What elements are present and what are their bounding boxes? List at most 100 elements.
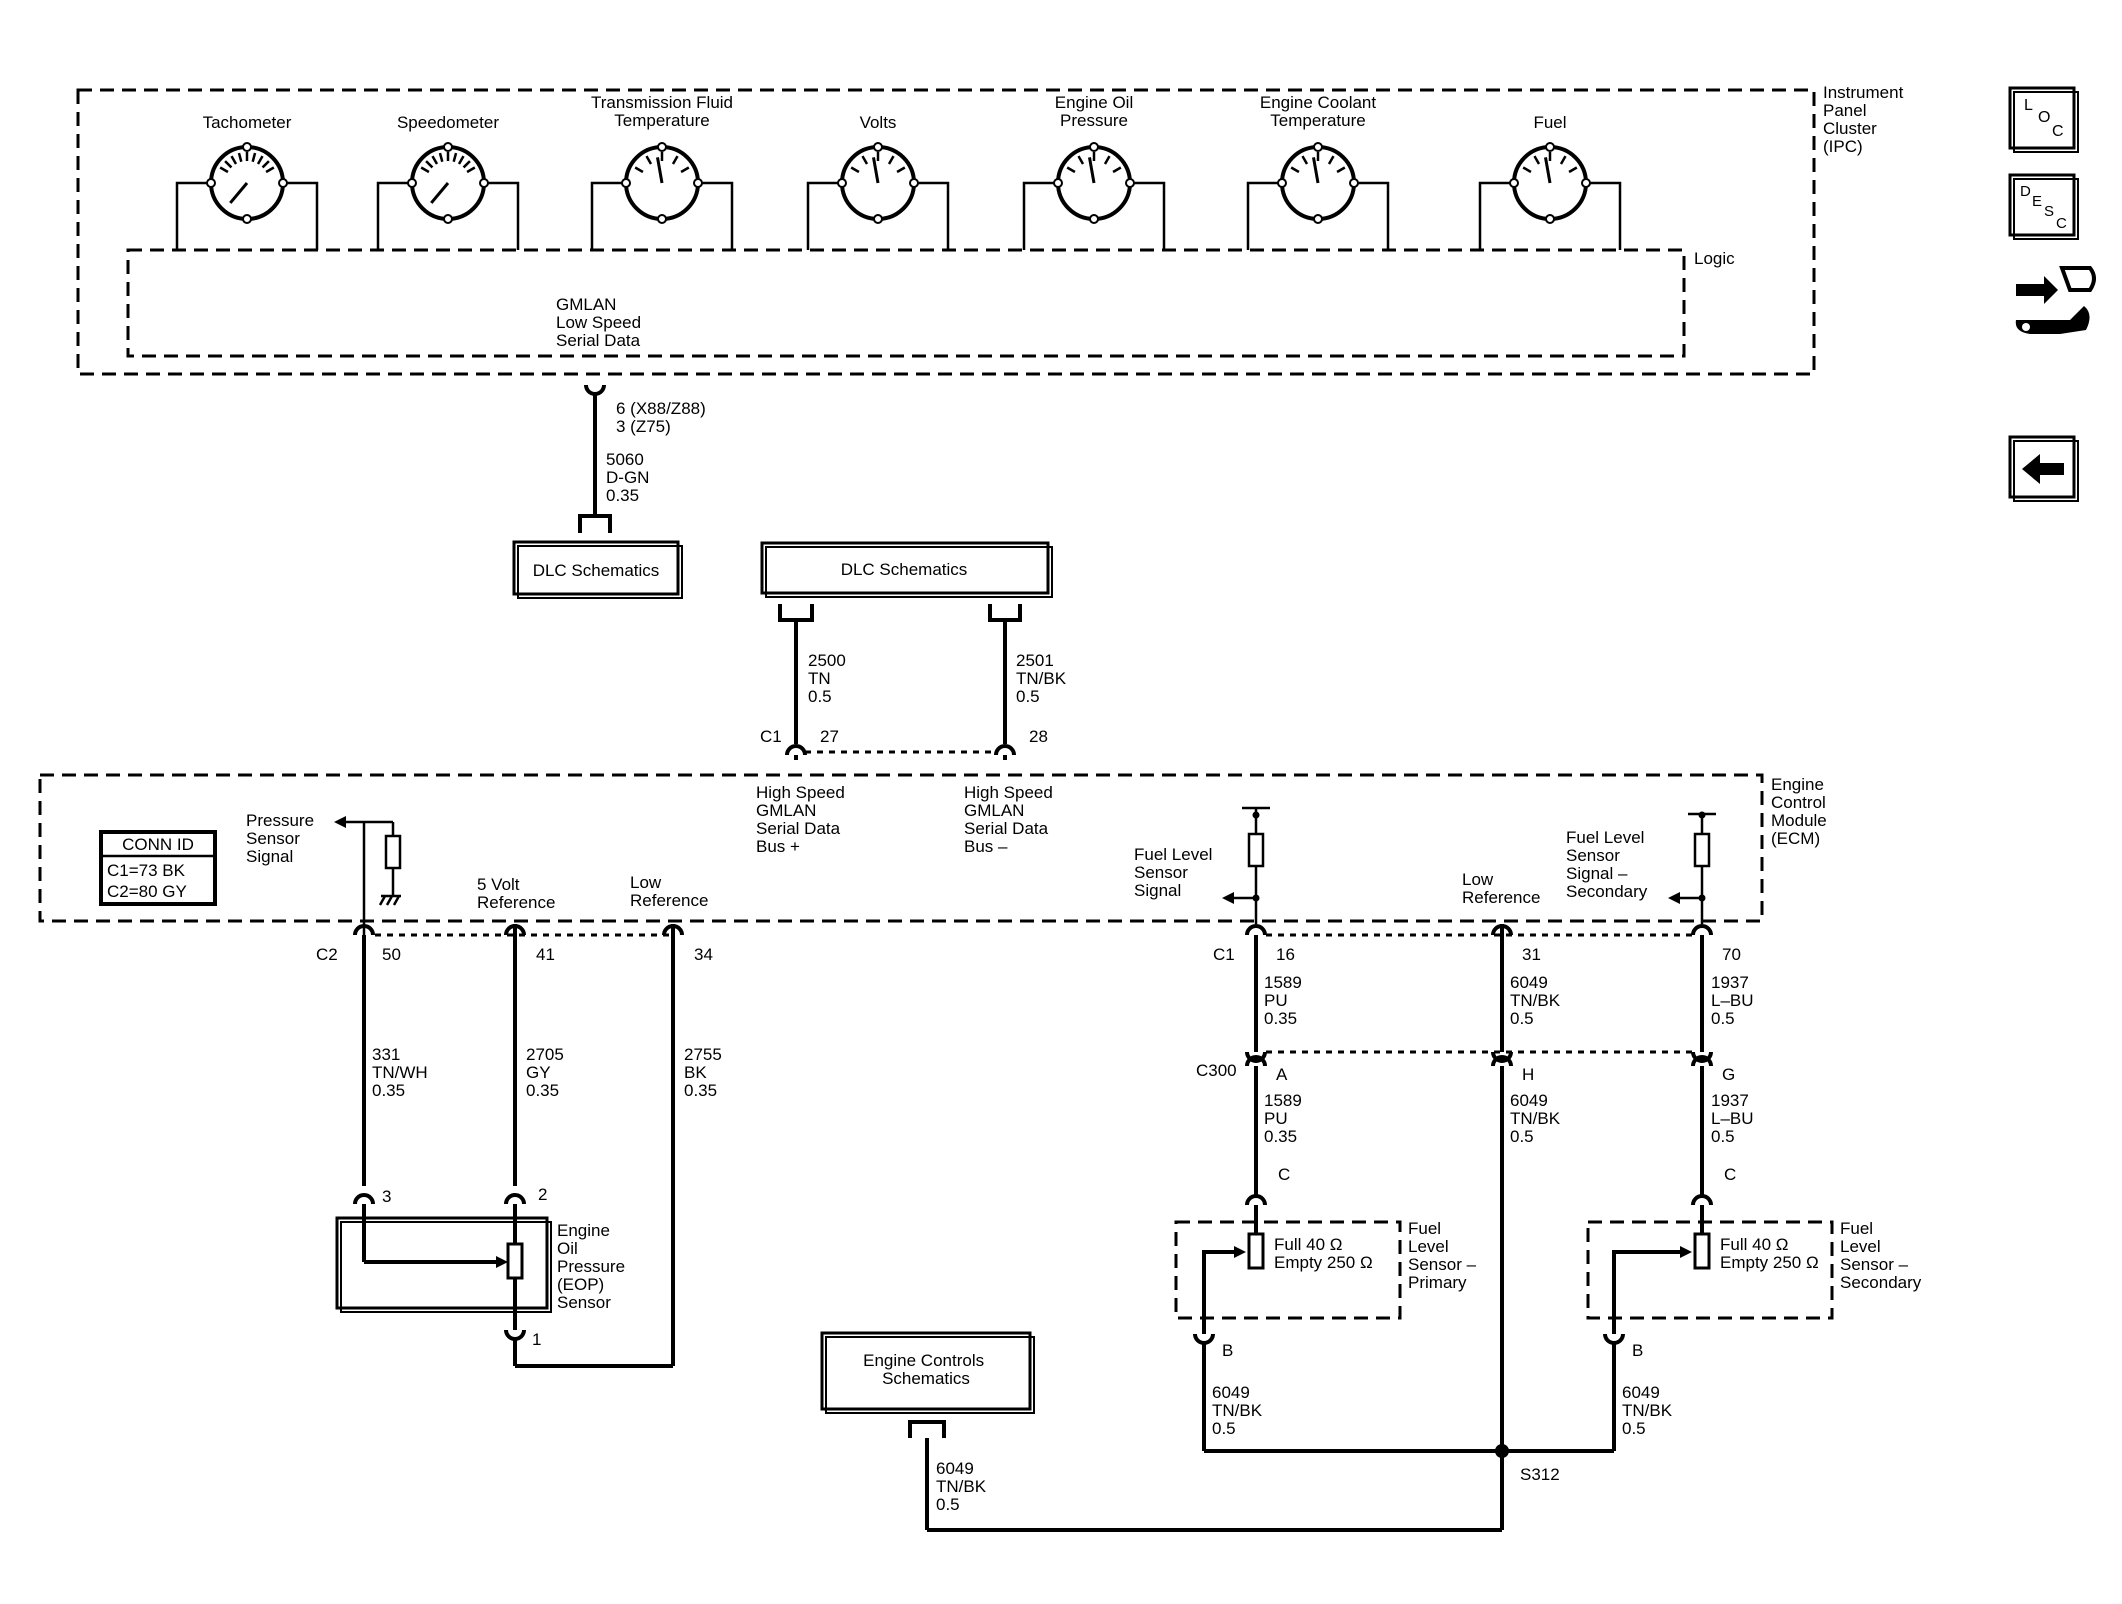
gauge-3: Volts <box>806 113 950 250</box>
c1-pin-27: 27 <box>820 727 839 746</box>
hs-bus-minus-label: High Speed GMLAN Serial Data Bus – <box>964 783 1058 856</box>
dlc-left-stub <box>578 514 612 533</box>
gauge-6: Fuel <box>1478 113 1622 250</box>
c1-right-wires: 1589 PU 0.35 6049 TN/BK 0.5 1937 L–BU 0.… <box>1254 935 1758 1052</box>
wire-1589-lower-label: 1589 PU 0.35 <box>1264 1091 1307 1146</box>
dlc-schematics-left-link[interactable]: DLC Schematics <box>512 540 683 599</box>
fuel-level-sensor-primary: C Full 40 Ω Empty 250 Ω Fuel Level Senso… <box>1174 1165 1481 1451</box>
fuel-level-signal-label: Fuel Level Sensor Signal <box>1134 845 1217 900</box>
wire-2500-label: 2500 TN 0.5 <box>808 651 851 706</box>
ground-bus: S312 6049 TN/BK 0.5 <box>908 1420 1614 1532</box>
wire-2501-label: 2501 TN/BK 0.5 <box>1016 651 1071 706</box>
eop-sensor: 3 2 1 Engine Oil Pressure (EOP) Sensor <box>335 1185 673 1368</box>
c1-top-label: C1 <box>760 727 782 746</box>
dlc-schematics-top-link[interactable]: DLC Schematics <box>760 541 1053 598</box>
svg-text:2: 2 <box>538 1185 547 1204</box>
gauge-label-3: Volts <box>860 113 897 132</box>
logic-label: Logic <box>1694 249 1735 268</box>
svg-text:H: H <box>1522 1065 1534 1084</box>
low-reference-left-label: Low Reference <box>630 873 708 910</box>
wire-5060-label: 5060 D-GN 0.35 <box>606 450 654 505</box>
svg-text:50: 50 <box>382 945 401 964</box>
fuel-level-signal-secondary-label: Fuel Level Sensor Signal – Secondary <box>1566 828 1649 901</box>
wire-2755-label: 2755 BK 0.35 <box>684 1045 727 1100</box>
c2-connector: C2 50 41 34 <box>316 924 713 964</box>
wire-331-label: 331 TN/WH 0.35 <box>372 1045 432 1100</box>
fuel-level-sensor-secondary: C Full 40 Ω Empty 250 Ω Fuel Level Senso… <box>1586 1165 1922 1451</box>
svg-text:B: B <box>1632 1341 1643 1360</box>
dlc-top-label: DLC Schematics <box>841 560 968 579</box>
ipc-pin-info: 6 (X88/Z88) 3 (Z75) <box>616 399 711 436</box>
svg-text:CONN ID: CONN ID <box>122 835 194 854</box>
hs-bus-plus-label: High Speed GMLAN Serial Data Bus + <box>756 783 850 856</box>
svg-text:O: O <box>2038 109 2050 126</box>
c300-wires: 1589 PU 0.35 6049 TN/BK 0.5 1937 L–BU 0.… <box>1254 1066 1758 1451</box>
wire-6049-lower-label: 6049 TN/BK 0.5 <box>1510 1091 1565 1146</box>
svg-text:B: B <box>1222 1341 1233 1360</box>
wire-1937-upper-label: 1937 L–BU 0.5 <box>1711 973 1758 1028</box>
svg-text:3: 3 <box>382 1187 391 1206</box>
wire-6049-upper-label: 6049 TN/BK 0.5 <box>1510 973 1565 1028</box>
svg-text:G: G <box>1722 1065 1735 1084</box>
svg-text:16: 16 <box>1276 945 1295 964</box>
wire-2705-label: 2705 GY 0.35 <box>526 1045 569 1100</box>
ipc-module: Instrument Panel Cluster (IPC) Logic Tac… <box>76 83 1908 533</box>
wire-6049-primary-label: 6049 TN/BK 0.5 <box>1212 1383 1267 1438</box>
gauge-label-0: Tachometer <box>203 113 292 132</box>
ecm-title: Engine Control Module (ECM) <box>1771 775 1832 848</box>
wire-1589-upper-label: 1589 PU 0.35 <box>1264 973 1307 1028</box>
desc-button[interactable]: D E S C <box>2008 173 2079 240</box>
wire-1937-lower-label: 1937 L–BU 0.5 <box>1711 1091 1758 1146</box>
loc-button[interactable]: L O C <box>2008 86 2079 153</box>
svg-text:C: C <box>2056 215 2067 232</box>
gauge-1: Speedometer <box>376 113 520 250</box>
svg-text:34: 34 <box>694 945 713 964</box>
svg-text:D: D <box>2020 183 2031 200</box>
fuel-sensor-primary-label: Fuel Level Sensor – Primary <box>1408 1219 1481 1292</box>
gauge-label-1: Speedometer <box>397 113 499 132</box>
c300-connector: C300 A H G <box>1196 1050 1735 1084</box>
ipc-connector-pin <box>584 384 606 396</box>
svg-text:Empty 250 Ω: Empty 250 Ω <box>1720 1253 1819 1272</box>
svg-text:C: C <box>2052 123 2064 140</box>
wire-6049-ec-label: 6049 TN/BK 0.5 <box>936 1459 991 1514</box>
gmlan-low-speed-label: GMLAN Low Speed Serial Data <box>556 295 646 350</box>
high-speed-gmlan-wires: 2500 TN 0.5 2501 TN/BK 0.5 C1 27 28 <box>760 604 1071 760</box>
svg-text:1: 1 <box>532 1330 541 1349</box>
ipc-title: Instrument Panel Cluster (IPC) <box>1823 83 1908 156</box>
svg-text:S: S <box>2044 203 2054 220</box>
ecm-module: Engine Control Module (ECM) High Speed G… <box>38 773 1832 924</box>
conn-id-table: CONN ID C1=73 BK C2=80 GY <box>99 830 217 906</box>
svg-text:C: C <box>1278 1165 1290 1184</box>
c2-wires: 331 TN/WH 0.35 2705 GY 0.35 2755 BK 0.35 <box>362 935 727 1366</box>
low-reference-right-label: Low Reference <box>1462 870 1540 907</box>
svg-text:C2=80 GY: C2=80 GY <box>107 882 187 901</box>
svg-text:Full 40 Ω: Full 40 Ω <box>1274 1235 1342 1254</box>
svg-text:C1=73 BK: C1=73 BK <box>107 861 186 880</box>
svg-text:C2: C2 <box>316 945 338 964</box>
svg-text:31: 31 <box>1522 945 1541 964</box>
wire-6049-secondary-label: 6049 TN/BK 0.5 <box>1622 1383 1677 1438</box>
svg-text:L: L <box>2024 97 2033 114</box>
svg-text:C: C <box>1724 1165 1736 1184</box>
gauge-0: Tachometer <box>175 113 319 250</box>
c1-pin-28: 28 <box>1029 727 1048 746</box>
splice-label: S312 <box>1520 1465 1560 1484</box>
svg-text:C1: C1 <box>1213 945 1235 964</box>
svg-text:A: A <box>1276 1065 1288 1084</box>
engine-controls-label: Engine Controls Schematics <box>863 1351 989 1388</box>
connector-tool-icon[interactable] <box>2015 266 2096 334</box>
back-arrow-icon[interactable] <box>2008 435 2079 502</box>
svg-text:70: 70 <box>1722 945 1741 964</box>
splice-s312 <box>1495 1444 1509 1458</box>
svg-text:41: 41 <box>536 945 555 964</box>
engine-controls-schematics-link[interactable]: Engine Controls Schematics <box>820 1331 1035 1414</box>
svg-text:C300: C300 <box>1196 1061 1237 1080</box>
